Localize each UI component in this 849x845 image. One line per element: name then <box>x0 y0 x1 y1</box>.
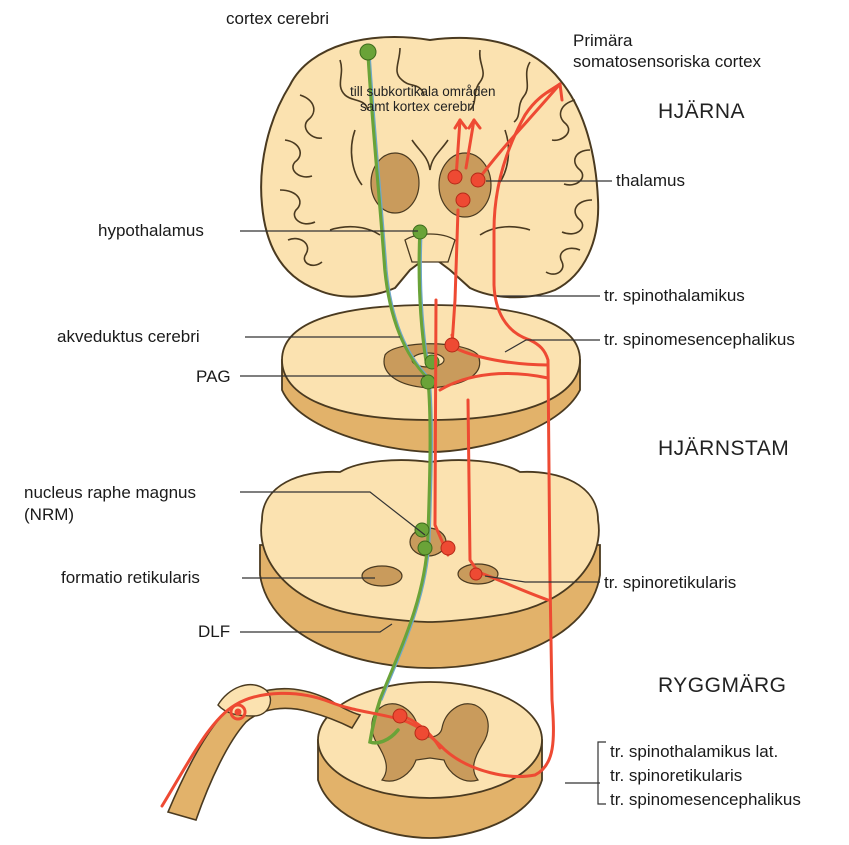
ganglion-cell-core <box>236 710 240 714</box>
brain-section <box>261 37 598 297</box>
thalamus-neuron-2 <box>471 173 485 187</box>
label-tract-lat: tr. spinothalamikus lat. <box>610 742 778 761</box>
label-primary-cortex-2: somatosensoriska cortex <box>573 52 762 71</box>
label-hypothalamus: hypothalamus <box>98 221 204 240</box>
label-tract-ret: tr. spinoretikularis <box>610 766 742 785</box>
thalamus-neuron-3 <box>456 193 470 207</box>
tract-bracket <box>598 742 606 804</box>
label-nrm-2: (NRM) <box>24 505 74 524</box>
label-subcortical-1: till subkortikala områden <box>350 84 496 99</box>
reticular-neuron <box>470 568 482 580</box>
label-tract-mes: tr. spinomesencephalikus <box>610 790 801 809</box>
label-akveduktus: akveduktus cerebri <box>57 327 200 346</box>
spinal-cord-section <box>168 682 542 838</box>
dorsal-horn-neuron-1 <box>393 709 407 723</box>
section-brain: HJÄRNA <box>658 100 745 123</box>
formatio-left <box>362 566 402 586</box>
label-thalamus: thalamus <box>616 171 685 190</box>
label-pag: PAG <box>196 367 231 386</box>
label-tr-spinoretikularis: tr. spinoretikularis <box>604 573 736 592</box>
dorsal-horn-neuron-2 <box>415 726 429 740</box>
label-tr-spinomesencephalikus: tr. spinomesencephalikus <box>604 330 795 349</box>
nrm-neuron-1 <box>415 523 429 537</box>
nrm-neuron-2 <box>418 541 432 555</box>
label-nrm-1: nucleus raphe magnus <box>24 483 196 502</box>
label-formatio: formatio retikularis <box>61 568 200 587</box>
cortex-neuron <box>360 44 376 60</box>
hypothalamus-region <box>405 234 455 262</box>
pag-neuron-2 <box>421 375 435 389</box>
label-cortex-cerebri: cortex cerebri <box>226 9 329 28</box>
thalamus-neuron-1 <box>448 170 462 184</box>
medulla-neuron <box>441 541 455 555</box>
label-primary-cortex-1: Primära <box>573 31 633 50</box>
label-dlf: DLF <box>198 622 230 641</box>
midbrain-neuron <box>445 338 459 352</box>
label-subcortical-2: samt kortex cerebri <box>360 99 475 114</box>
section-spinal-cord: RYGGMÄRG <box>658 674 786 697</box>
hypothalamus-neuron <box>413 225 427 239</box>
label-tr-spinothalamikus: tr. spinothalamikus <box>604 286 745 305</box>
section-brainstem: HJÄRNSTAM <box>658 437 789 460</box>
